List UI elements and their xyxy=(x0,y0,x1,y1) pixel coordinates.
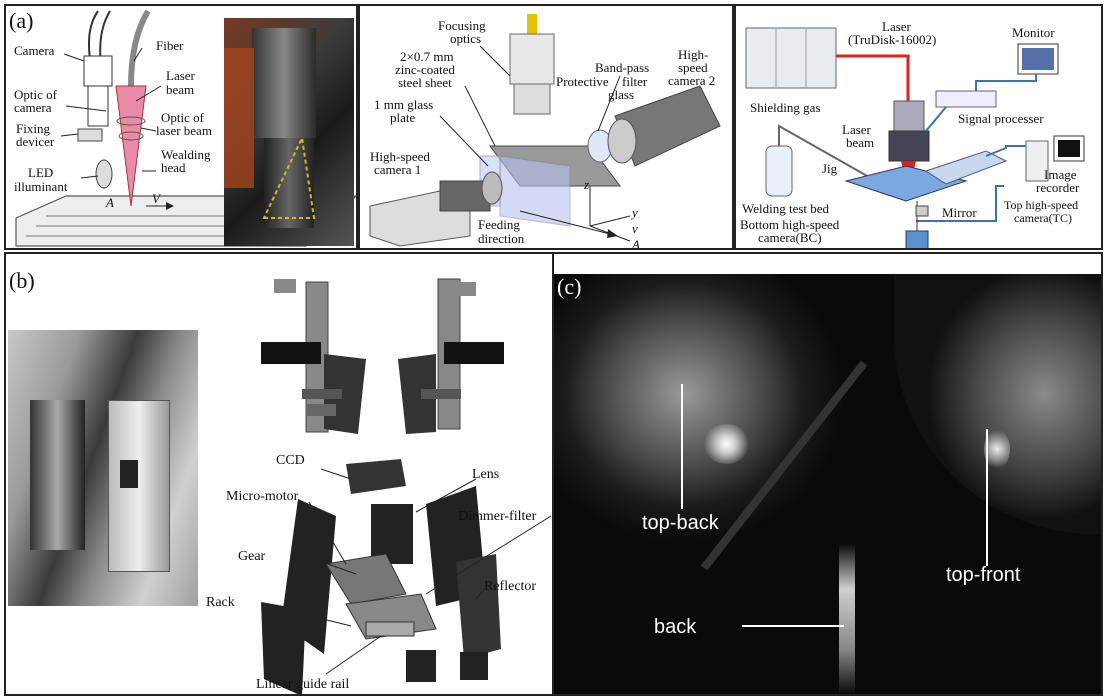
system-schematic xyxy=(745,27,1085,248)
label-monitor: Monitor xyxy=(1012,25,1055,40)
label-rail: Linear guide rail xyxy=(256,677,350,692)
label-bottom-2: camera(BC) xyxy=(758,230,822,245)
label-optic-laser-2: laser beam xyxy=(156,123,212,138)
label-axis-v: v xyxy=(632,221,638,236)
panel-a-right: Laser (TruDisk-16002) Monitor Shielding … xyxy=(734,4,1103,250)
camera-assembly-drawing xyxy=(261,278,552,694)
panel-b: (b) xyxy=(4,252,552,696)
label-sheet-1: 2×0.7 mm xyxy=(400,49,454,64)
label-bandpass-1: Band-pass xyxy=(595,60,650,75)
panel-c-label: (c) xyxy=(557,274,582,299)
label-micromotor: Micro-motor xyxy=(226,489,299,504)
label-welding-head-2: head xyxy=(161,160,186,175)
label-top-cam-1: Top high-speed xyxy=(1004,198,1079,212)
label-fiber: Fiber xyxy=(156,38,184,53)
label-feeding-2: direction xyxy=(478,231,525,246)
label-focusing-1: Focusing xyxy=(438,18,486,33)
panel-a-label: (a) xyxy=(9,8,34,33)
label-focusing-2: optics xyxy=(450,31,482,46)
label-signal: Signal processer xyxy=(958,111,1044,126)
label-sheet-2: zinc-coated xyxy=(395,62,455,77)
label-back: back xyxy=(654,616,697,638)
label-glass-1: 1 mm glass xyxy=(374,97,434,112)
label-reflector: Reflector xyxy=(484,579,537,594)
label-sheet-3: steel sheet xyxy=(398,75,452,90)
label-laser-beam-2: beam xyxy=(846,135,875,150)
label-led-1: LED xyxy=(28,165,54,180)
label-shielding: Shielding gas xyxy=(750,100,821,115)
camera-view-image xyxy=(554,274,1101,694)
label-laser-1: Laser xyxy=(882,19,911,34)
label-ccd: CCD xyxy=(276,453,305,468)
label-top-back: top-back xyxy=(642,512,719,534)
label-bottom-1: Bottom high-speed xyxy=(740,217,840,232)
panel-b-label: (b) xyxy=(9,268,35,293)
panel-c: (c) top-back top-front back xyxy=(552,252,1103,696)
label-gear: Gear xyxy=(238,549,266,564)
welding-head-photo xyxy=(224,18,354,246)
label-laser-beam-2: beam xyxy=(166,82,195,97)
label-hs2-1: High- xyxy=(678,47,709,62)
label-hs1-1: High-speed xyxy=(370,149,430,164)
label-axis-y: y xyxy=(632,205,638,220)
label-fixing-2: devicer xyxy=(16,134,55,149)
label-fixing-1: Fixing xyxy=(16,121,50,136)
label-hs2-3: camera 2 xyxy=(668,73,716,88)
label-axis-a: A xyxy=(106,195,114,210)
label-lens: Lens xyxy=(472,467,500,482)
label-dimmer: Dimmer-filter xyxy=(458,509,537,524)
label-jig: Jig xyxy=(822,161,838,176)
setup-drawing xyxy=(369,14,721,247)
label-mirror: Mirror xyxy=(942,205,977,220)
label-welding-head-1: Wealding xyxy=(161,147,211,162)
label-led-2: illuminant xyxy=(14,179,68,194)
label-rack: Rack xyxy=(206,595,235,610)
label-axis-v: V xyxy=(152,191,160,206)
camera-mount-photo xyxy=(8,330,198,606)
label-hs2-2: speed xyxy=(678,60,708,75)
label-top-front: top-front xyxy=(946,564,1021,586)
label-laser-beam-1: Laser xyxy=(166,68,195,83)
label-image-2: recorder xyxy=(1036,180,1080,195)
label-laser-beam-1: Laser xyxy=(842,122,871,137)
label-top-cam-2: camera(TC) xyxy=(1014,211,1072,225)
label-optic-camera-2: camera xyxy=(14,100,52,115)
label-optic-laser-1: Optic of xyxy=(161,110,204,125)
label-test-bed: Welding test bed xyxy=(742,201,830,216)
label-bandpass-2: filter xyxy=(622,74,648,89)
panel-a-left: (a) Camera Fiber Laser beam Optic of cam… xyxy=(4,4,358,250)
label-image-1: Image xyxy=(1044,167,1077,182)
label-hs1-2: camera 1 xyxy=(374,162,422,177)
label-glass-2: plate xyxy=(390,110,416,125)
label-axis-z: z xyxy=(584,177,590,192)
label-bandpass-3: glass xyxy=(608,87,634,102)
panel-a-middle: Focusing optics 2×0.7 mm zinc-coated ste… xyxy=(358,4,734,250)
label-protective: Protective xyxy=(556,74,609,89)
label-laser-2: (TruDisk-16002) xyxy=(848,32,937,47)
label-feeding-1: Feeding xyxy=(478,217,520,232)
label-optic-camera-1: Optic of xyxy=(14,87,57,102)
annotation-lines xyxy=(681,384,988,627)
label-axis-a: A xyxy=(632,237,640,250)
label-camera: Camera xyxy=(14,43,55,58)
